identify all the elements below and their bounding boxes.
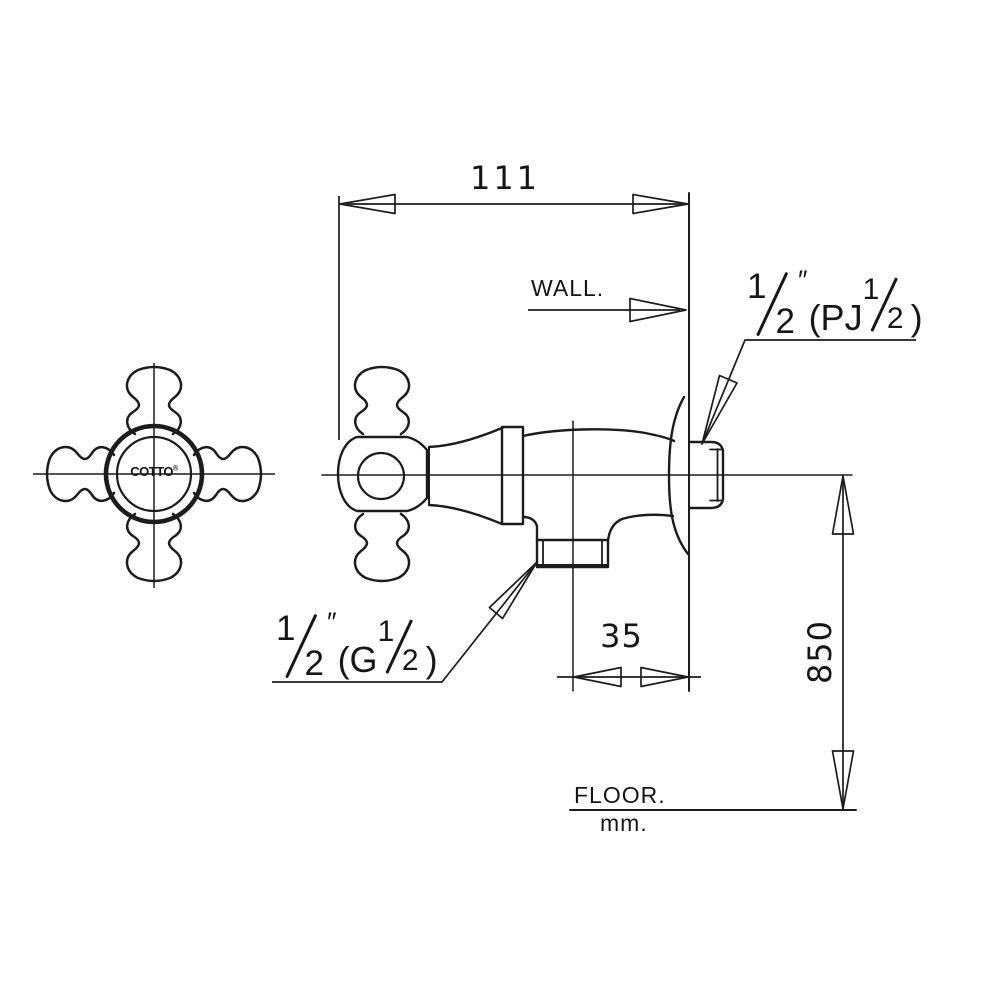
body-bottom-right-edge xyxy=(606,513,675,543)
dim-35 xyxy=(557,666,701,688)
dim-35-arrow-right xyxy=(640,666,689,688)
outlet-thread-numerator: 1 xyxy=(377,615,395,648)
side-view-valve xyxy=(321,192,857,811)
outlet-leader-arrow xyxy=(488,561,538,620)
outlet-thread-type: (G xyxy=(337,639,378,680)
inlet-size-annotation: 1 2 ″ (PJ 1 2 ) xyxy=(747,265,923,341)
inlet-connector xyxy=(688,440,725,510)
outlet-leader xyxy=(272,561,538,683)
dim-111-value: 111 xyxy=(469,159,541,197)
dim-35-value: 35 xyxy=(600,617,643,655)
outlet-size-numerator: 1 xyxy=(276,609,296,648)
bonnet-bottom-edge xyxy=(427,503,504,526)
bonnet-top-edge xyxy=(427,426,504,449)
floor-label: FLOOR. xyxy=(574,782,666,808)
outlet-thread-denominator: 2 xyxy=(401,644,419,677)
inlet-size-denominator: 2 xyxy=(775,302,795,341)
inlet-leader-arrow xyxy=(701,374,738,445)
inlet-size-fraction: 1 2 xyxy=(747,267,797,341)
inch-mark: ″ xyxy=(327,607,336,637)
inlet-thread-fraction: 1 2 xyxy=(862,273,906,336)
valve-bonnet xyxy=(427,425,525,526)
wall-label: WALL. xyxy=(531,275,605,301)
wall-leader-arrow xyxy=(629,297,687,323)
dim-35-arrow-left xyxy=(573,666,622,688)
side-handle-lobe-top xyxy=(353,365,411,436)
dim-850-value: 850 xyxy=(801,619,839,685)
valve-body xyxy=(521,395,690,556)
brand-logo: COTTO® xyxy=(122,465,186,478)
dim-111-arrow-left xyxy=(339,193,396,215)
handle-inner-ring xyxy=(115,435,193,513)
body-top-edge xyxy=(521,428,676,443)
outlet-leader-line xyxy=(272,561,538,683)
inlet-close-paren: ) xyxy=(910,297,923,338)
dim-850-arrow-top xyxy=(831,475,855,535)
dimension-linework xyxy=(272,193,916,810)
dim-850 xyxy=(831,475,855,810)
side-handle-hub xyxy=(336,435,429,513)
dim-111 xyxy=(338,193,689,440)
unit-label: mm. xyxy=(600,810,648,836)
inlet-nut-outline xyxy=(688,440,725,510)
handle-outer-ring xyxy=(103,423,205,525)
outlet-size-denominator: 2 xyxy=(304,644,324,683)
registered-mark: ® xyxy=(173,465,178,473)
outlet-close-paren: ) xyxy=(425,639,438,680)
outlet-size-fraction: 1 2 xyxy=(276,609,326,683)
dim-850-arrow-bottom xyxy=(831,750,855,810)
inlet-size-numerator: 1 xyxy=(747,267,767,306)
inlet-thread-numerator: 1 xyxy=(862,273,880,306)
dim-111-arrow-right xyxy=(632,193,689,215)
front-view-handle xyxy=(33,363,275,588)
inlet-leader xyxy=(701,339,916,445)
inlet-leader-line xyxy=(701,339,916,445)
side-handle-lobe-bottom xyxy=(353,512,411,583)
outlet-connector xyxy=(535,538,610,569)
body-bottom-left-edge xyxy=(521,515,539,543)
inch-mark: ″ xyxy=(798,265,807,295)
outlet-thread-fraction: 1 2 xyxy=(377,615,421,678)
inlet-thread-type: (PJ xyxy=(808,297,863,338)
wall-leader xyxy=(528,297,687,323)
brand-name: COTTO xyxy=(130,464,174,479)
side-handle xyxy=(336,365,429,583)
inlet-thread-denominator: 2 xyxy=(886,302,904,335)
side-handle-screw xyxy=(356,451,406,501)
bonnet-flange-ring xyxy=(500,425,525,526)
wall-escutcheon xyxy=(667,395,690,556)
outlet-size-annotation: 1 2 ″ (G 1 2 ) xyxy=(276,607,438,683)
